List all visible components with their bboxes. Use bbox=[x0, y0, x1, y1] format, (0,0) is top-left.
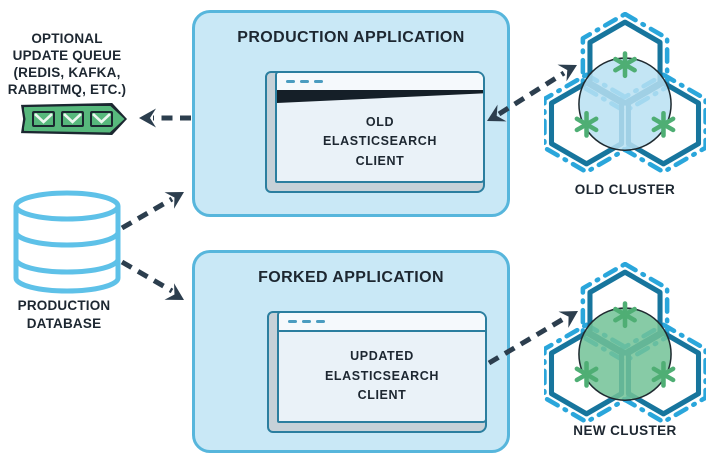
window-dash-icon bbox=[288, 320, 297, 323]
old-cluster-graphic bbox=[544, 12, 706, 174]
window-titlebar bbox=[277, 73, 483, 90]
updated-client-label-line: UPDATED bbox=[350, 349, 414, 364]
updated-client-label-line: ELASTICSEARCH bbox=[324, 368, 440, 383]
envelope-icon bbox=[60, 111, 84, 127]
arrowhead-icon bbox=[164, 192, 184, 209]
old-client-label-line: ELASTICSEARCH bbox=[322, 134, 438, 149]
update-queue-label-line: (REDIS, KAFKA, bbox=[13, 65, 121, 81]
update-queue-label-line: OPTIONAL bbox=[31, 31, 103, 46]
old-cluster-label: OLD CLUSTER bbox=[574, 182, 676, 197]
window-face: OLD ELASTICSEARCH CLIENT bbox=[275, 71, 485, 183]
database-icon bbox=[13, 190, 121, 294]
update-queue-label-line: RABBITMQ, ETC.) bbox=[7, 82, 127, 98]
old-client-label-line: CLIENT bbox=[355, 153, 405, 168]
window-shadow-wedge bbox=[277, 90, 483, 103]
window-dash-icon bbox=[302, 320, 311, 323]
database-label-line: DATABASE bbox=[26, 315, 102, 331]
envelope-icon bbox=[89, 111, 113, 127]
old-elasticsearch-client-window: OLD ELASTICSEARCH CLIENT bbox=[265, 71, 485, 193]
database-label-line: PRODUCTION bbox=[17, 298, 111, 313]
arrow-db-to-forked-app bbox=[120, 259, 184, 300]
window-face: UPDATED ELASTICSEARCH CLIENT bbox=[277, 311, 487, 423]
window-body: OLD ELASTICSEARCH CLIENT bbox=[277, 103, 483, 181]
updated-elasticsearch-client-window: UPDATED ELASTICSEARCH CLIENT bbox=[267, 311, 487, 433]
update-queue-label: OPTIONAL UPDATE QUEUE (REDIS, KAFKA, RAB… bbox=[0, 30, 134, 99]
arrow-db-to-production-app bbox=[120, 192, 184, 231]
update-queue-banner bbox=[21, 103, 127, 135]
forked-application-title: FORKED APPLICATION bbox=[258, 269, 444, 286]
new-cluster-graphic bbox=[544, 262, 706, 424]
arrow-app-to-queue bbox=[139, 108, 191, 128]
window-dash-icon bbox=[286, 80, 295, 83]
window-dash-icon bbox=[314, 80, 323, 83]
database-label: PRODUCTION DATABASE bbox=[2, 297, 126, 332]
new-cluster-label: NEW CLUSTER bbox=[573, 423, 677, 438]
window-body: UPDATED ELASTICSEARCH CLIENT bbox=[279, 332, 485, 421]
arrowhead-icon bbox=[139, 108, 156, 128]
production-application-title: PRODUCTION APPLICATION bbox=[237, 29, 465, 46]
update-queue-label-line: UPDATE QUEUE bbox=[12, 48, 122, 64]
old-client-label-line: OLD bbox=[365, 114, 395, 129]
window-titlebar bbox=[279, 313, 485, 332]
window-dash-icon bbox=[300, 80, 309, 83]
update-queue-banner-fill bbox=[23, 105, 125, 133]
arrowhead-icon bbox=[164, 283, 184, 300]
window-dash-icon bbox=[316, 320, 325, 323]
updated-client-label-line: CLIENT bbox=[357, 388, 407, 403]
envelope-icon bbox=[31, 111, 55, 127]
old-client-label: OLD ELASTICSEARCH CLIENT bbox=[323, 113, 437, 171]
updated-client-label: UPDATED ELASTICSEARCH CLIENT bbox=[325, 347, 439, 405]
